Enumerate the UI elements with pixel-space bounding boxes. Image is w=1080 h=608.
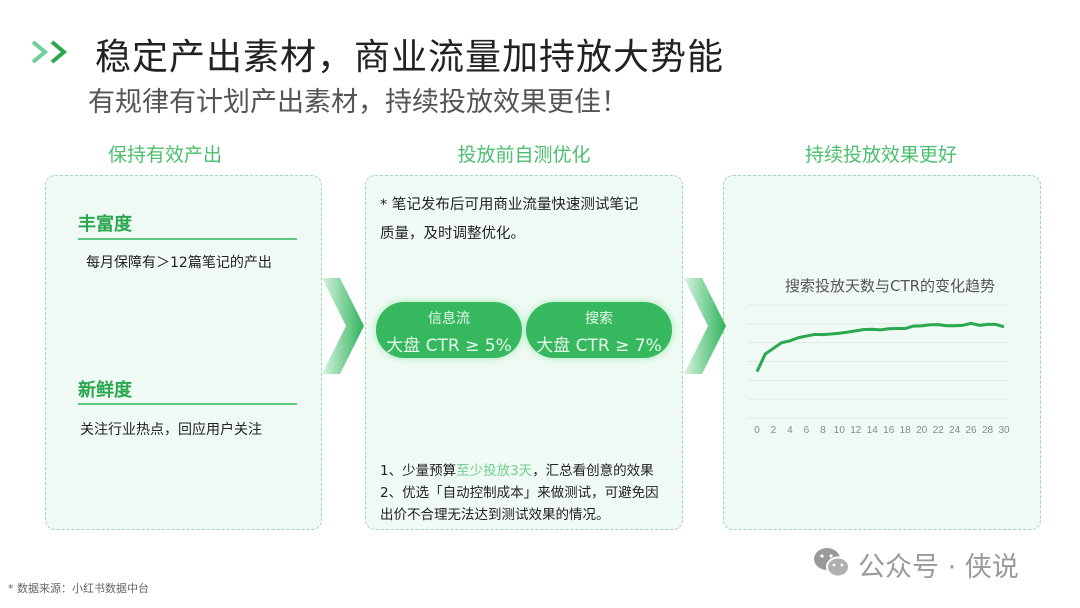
divider xyxy=(78,238,297,240)
x-tick-label: 16 xyxy=(883,425,895,436)
x-tick-label: 18 xyxy=(900,425,912,436)
column-heading-output: 保持有效产出 xyxy=(107,144,222,166)
x-tick-label: 30 xyxy=(998,425,1010,436)
x-tick-label: 20 xyxy=(916,425,928,436)
x-tick-label: 12 xyxy=(850,425,862,436)
tip-text: ，汇总看创意的效果 xyxy=(532,463,654,479)
section-text-richness: 每月保障有＞12篇笔记的产出 xyxy=(86,255,272,271)
ctr-series-line xyxy=(755,321,1005,373)
ctr-pill-search: 搜索 大盘 CTR ≥ 7% xyxy=(526,302,672,358)
wechat-icon xyxy=(814,548,850,578)
pill-label: 搜索 xyxy=(585,311,613,327)
tip-line: 1、少量预算至少投放3天，汇总看创意的效果 xyxy=(380,459,654,479)
x-tick-label: 6 xyxy=(804,425,810,436)
pill-label: 信息流 xyxy=(428,311,470,327)
ctr-pill-feed: 信息流 大盘 CTR ≥ 5% xyxy=(376,302,522,358)
x-tick-label: 22 xyxy=(933,425,945,436)
data-source-note: * 数据来源：小红书数据中台 xyxy=(8,582,149,595)
page-subtitle: 有规律有计划产出素材，持续投放效果更佳！ xyxy=(88,87,628,118)
panel-continuous xyxy=(723,175,1041,530)
x-tick-label: 4 xyxy=(787,425,793,436)
page-title: 稳定产出素材，商业流量加持放大势能 xyxy=(95,37,725,78)
tip-highlight: 至少投放3天 xyxy=(456,463,533,479)
tip-line: 2、优选「自动控制成本」来做测试，可避免因 xyxy=(380,485,659,501)
column-heading-pretest: 投放前自测优化 xyxy=(457,144,591,166)
note-line: 质量，及时调整优化。 xyxy=(380,226,525,242)
double-chevron-icon xyxy=(31,40,68,64)
tip-line: 出价不合理无法达到测试效果的情况。 xyxy=(380,507,610,523)
x-tick-label: 14 xyxy=(867,425,879,436)
section-title-freshness: 新鲜度 xyxy=(78,380,132,401)
panel-output xyxy=(45,175,322,530)
x-tick-label: 10 xyxy=(834,425,846,436)
x-tick-label: 8 xyxy=(820,425,826,436)
section-title-richness: 丰富度 xyxy=(78,214,132,235)
section-text-freshness: 关注行业热点，回应用户关注 xyxy=(80,422,262,438)
arrow-right-icon xyxy=(684,278,726,374)
x-tick-label: 2 xyxy=(771,425,777,436)
pill-value: 大盘 CTR ≥ 5% xyxy=(386,336,512,356)
divider xyxy=(78,403,297,405)
watermark-text: 公众号 · 侠说 xyxy=(858,552,1019,583)
arrow-right-icon xyxy=(322,278,364,374)
pill-value: 大盘 CTR ≥ 7% xyxy=(536,336,662,356)
x-tick-label: 0 xyxy=(754,425,760,436)
x-tick-label: 24 xyxy=(949,425,961,436)
chart-title: 搜索投放天数与CTR的变化趋势 xyxy=(784,277,996,295)
x-tick-label: 28 xyxy=(982,425,994,436)
x-tick-label: 26 xyxy=(966,425,978,436)
note-line: * 笔记发布后可用商业流量快速测试笔记 xyxy=(380,197,639,213)
tip-text: 1、少量预算 xyxy=(380,463,457,479)
column-heading-continuous: 持续投放效果更好 xyxy=(804,144,957,166)
